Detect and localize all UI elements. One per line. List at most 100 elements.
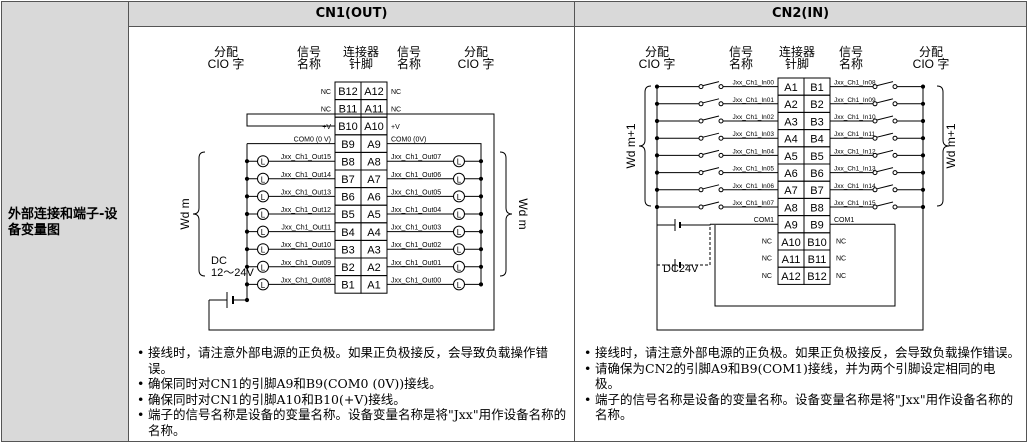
connector-pin-label: B2	[810, 99, 823, 111]
cn1-hdr-signal-right: 信号名称	[397, 45, 421, 71]
load-lamp-icon	[453, 260, 465, 273]
load-lamp-icon	[257, 172, 269, 185]
cn2-dc-label: DC24V	[663, 263, 699, 275]
dc-line: DC	[211, 255, 227, 267]
signal-name: Jxx_Ch1_Out06	[391, 172, 441, 179]
wire	[656, 217, 675, 226]
return-wire	[656, 207, 924, 331]
connector-pin-label: B4	[341, 227, 354, 239]
connector-pin-label: B1	[810, 82, 823, 94]
load-symbol: L	[261, 263, 266, 272]
load-lamp-icon	[453, 155, 465, 168]
hdr-line: CIO 字	[208, 56, 245, 71]
signal-name: NC	[762, 273, 772, 280]
connector-pin-label: A8	[367, 156, 380, 168]
connector-pin-label: A4	[784, 134, 797, 146]
signal-name: COM1	[754, 217, 774, 224]
connector-pin-label: A11	[782, 254, 801, 266]
switch-contact-icon	[702, 201, 720, 207]
switch-contact-icon	[718, 101, 724, 107]
connector-pin-label: A10	[781, 237, 801, 249]
load-symbol: L	[261, 158, 266, 167]
connector-pin-label: A3	[367, 244, 380, 256]
connector-pin-label: A5	[367, 209, 380, 221]
dc-line: 12～24V	[211, 267, 254, 279]
load-symbol: L	[457, 281, 462, 290]
connector-pin-label: A9	[367, 139, 380, 151]
signal-name: Jxx_Ch1_Out04	[391, 207, 441, 214]
switch-contact-icon	[718, 170, 724, 176]
switch-contact-icon	[892, 152, 898, 158]
cn1-column-header: CN1(OUT)	[129, 2, 574, 27]
switch-contact-icon	[876, 115, 894, 121]
row-header-label: 外部连接和端子-设备变量图	[8, 207, 118, 238]
switch-contact-icon	[702, 81, 720, 87]
connector-pin-label: B6	[341, 192, 354, 204]
signal-name: Jxx_Ch1_In05	[732, 166, 774, 173]
switch-contact-icon	[698, 170, 704, 176]
switch-contact-icon	[892, 118, 898, 124]
signal-name: NC	[391, 106, 401, 113]
switch-contact-icon	[702, 115, 720, 121]
switch-contact-icon	[892, 84, 898, 90]
cn2-note-item: 请确保为CN2的引脚A9和B9(COM1)接线，并为两个引脚设定相同的电极。	[584, 361, 1020, 392]
switch-contact-icon	[718, 135, 724, 141]
signal-name: NC	[762, 256, 772, 263]
cn2-column-header: CN2(IN)	[575, 2, 1026, 27]
connector-pin-label: A2	[367, 262, 380, 274]
signal-name: COM0 (0 V)	[294, 137, 331, 144]
load-symbol: L	[261, 211, 266, 220]
switch-contact-icon	[872, 204, 878, 210]
cn1-note-item: 接线时，请注意外部电源的正负极。如果正负极接反，会导致负载操作错误。	[137, 345, 567, 376]
cn2-word-label-left: Wd m+1	[624, 123, 638, 168]
hdr-line: 分配	[214, 45, 238, 59]
signal-name: Jxx_Ch1_In15	[834, 200, 876, 207]
connector-pin-label: B10	[807, 237, 827, 249]
switch-contact-icon	[718, 118, 724, 124]
switch-contact-icon	[892, 135, 898, 141]
signal-name: Jxx_Ch1_Out03	[391, 225, 441, 232]
switch-contact-icon	[702, 132, 720, 138]
switch-contact-icon	[698, 204, 704, 210]
column-divider	[574, 2, 575, 441]
connector-pin-label: B11	[808, 254, 827, 266]
switch-contact-icon	[702, 149, 720, 155]
load-symbol: L	[261, 193, 266, 202]
load-lamp-icon	[257, 278, 269, 291]
signal-name: Jxx_Ch1_In14	[834, 183, 876, 190]
connector-pin-label: B11	[339, 104, 358, 116]
hdr-line: 针脚	[349, 56, 373, 71]
signal-name: Jxx_Ch1_Out10	[281, 242, 331, 249]
load-symbol: L	[261, 175, 266, 184]
switch-contact-icon	[698, 118, 704, 124]
hdr-line: 信号	[297, 45, 321, 59]
connector-pin-label: B2	[341, 262, 354, 274]
load-lamp-icon	[257, 260, 269, 273]
switch-contact-icon	[718, 84, 724, 90]
switch-contact-icon	[872, 118, 878, 124]
cn2-note-item: 端子的信号名称是设备的变量名称。设备变量名称是将"Jxx"用作设备名称的名称。	[584, 392, 1020, 423]
switch-contact-icon	[698, 101, 704, 107]
signal-name: Jxx_Ch1_Out14	[281, 172, 331, 179]
connector-pin-label: A2	[784, 99, 797, 111]
signal-name: Jxx_Ch1_In08	[834, 80, 876, 87]
hdr-line: 名称	[839, 56, 863, 71]
load-lamp-icon	[257, 243, 269, 256]
switch-contact-icon	[718, 204, 724, 210]
load-lamp-icon	[453, 243, 465, 256]
signal-name: Jxx_Ch1_In07	[732, 200, 774, 207]
load-symbol: L	[457, 211, 462, 220]
switch-contact-icon	[698, 187, 704, 193]
connector-pin-label: B7	[810, 185, 823, 197]
connector-pin-label: A10	[364, 121, 384, 133]
hdr-line: 连接器	[343, 44, 379, 59]
connector-pin-label: A8	[784, 202, 797, 214]
signal-name: Jxx_Ch1_In03	[732, 131, 774, 138]
signal-name: NC	[391, 89, 401, 96]
switch-contact-icon	[872, 84, 878, 90]
connector-pin-label: A5	[784, 151, 797, 163]
hdr-line: CIO 字	[913, 56, 950, 71]
